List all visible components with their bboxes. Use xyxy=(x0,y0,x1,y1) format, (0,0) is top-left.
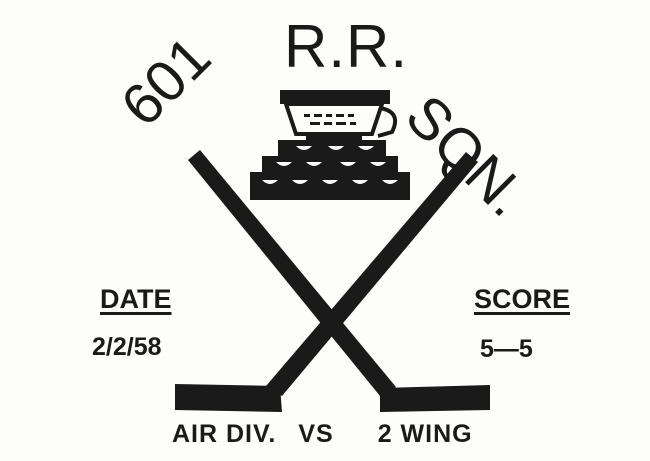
date-label: DATE xyxy=(100,284,172,314)
team-b: 2 WING xyxy=(377,420,473,448)
trophy-cup-icon xyxy=(250,90,410,200)
crossed-hockey-sticks-icon xyxy=(175,150,490,412)
versus-label: VS xyxy=(298,420,334,448)
date-value: 2/2/58 xyxy=(92,333,162,361)
matchup-line: AIR DIV. VS 2 WING xyxy=(172,420,473,449)
team-a: AIR DIV. xyxy=(172,420,277,448)
score-value: 5—5 xyxy=(480,335,533,363)
title-rr: R.R. xyxy=(284,13,408,80)
score-label: SCORE xyxy=(474,284,571,314)
